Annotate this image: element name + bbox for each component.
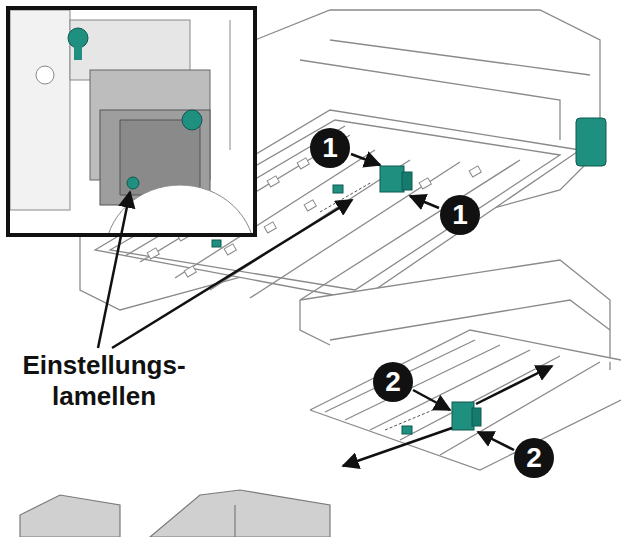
lower-tray (310, 330, 621, 410)
inset-view (8, 8, 255, 325)
callout-arrows (98, 154, 552, 466)
lower-tray (300, 260, 621, 470)
upper-guide (333, 185, 343, 193)
printer-base (20, 495, 120, 537)
upper-tray-slots (419, 178, 431, 189)
callout-arrows (476, 366, 552, 404)
callout-arrows (410, 196, 439, 208)
upper-guide (402, 172, 412, 190)
lower-guide (402, 426, 412, 434)
lower-guide (385, 402, 481, 434)
upper-tray-slots (267, 176, 279, 187)
upper-guide (320, 182, 372, 212)
callout-arrows (478, 432, 514, 450)
lower-guide (452, 402, 474, 430)
lower-tray (310, 400, 621, 470)
upper-tray-slots (304, 200, 316, 211)
lower-tray (400, 356, 560, 440)
lower-tray (440, 362, 600, 455)
callout-number: 2 (514, 438, 554, 478)
callout-number: 1 (310, 128, 350, 168)
upper-tray-slots (264, 222, 276, 233)
upper-tray-slots (297, 158, 309, 169)
inset-view (36, 66, 54, 84)
upper-tray (255, 10, 600, 120)
inset-view (182, 110, 202, 130)
callout-arrows (98, 192, 130, 348)
inset-view (230, 20, 231, 150)
upper-tray-slots (469, 166, 481, 177)
inset-view (10, 10, 253, 233)
inset-view (120, 120, 200, 195)
callout-arrows (112, 200, 352, 348)
upper-tray (250, 162, 460, 298)
lower-guide (385, 405, 445, 430)
lower-tray (300, 300, 330, 345)
lower-tray (325, 340, 475, 412)
upper-tray-slots (224, 244, 236, 255)
upper-tray-slots (147, 248, 159, 259)
lower-tray (330, 300, 610, 340)
upper-tray-slots (184, 266, 196, 277)
upper-guide (212, 240, 221, 247)
callout-number: 2 (373, 362, 413, 402)
upper-tray (300, 60, 560, 140)
inset-view (10, 10, 70, 210)
lower-guide (472, 408, 481, 426)
upper-tray (330, 40, 590, 75)
inset-view (74, 46, 82, 60)
callout-arrows (351, 154, 380, 165)
inset-view (127, 177, 139, 189)
inset-view (68, 28, 88, 48)
part-label: Einstellungs- lamellen (4, 350, 204, 412)
callout-arrows (343, 428, 452, 466)
callout-number: 1 (440, 195, 480, 235)
printer-base (20, 490, 330, 537)
teal-slider (576, 118, 606, 166)
callout-arrows (413, 390, 450, 410)
printer-base (150, 490, 330, 537)
upper-guide (380, 166, 404, 192)
printer-base (234, 505, 235, 537)
